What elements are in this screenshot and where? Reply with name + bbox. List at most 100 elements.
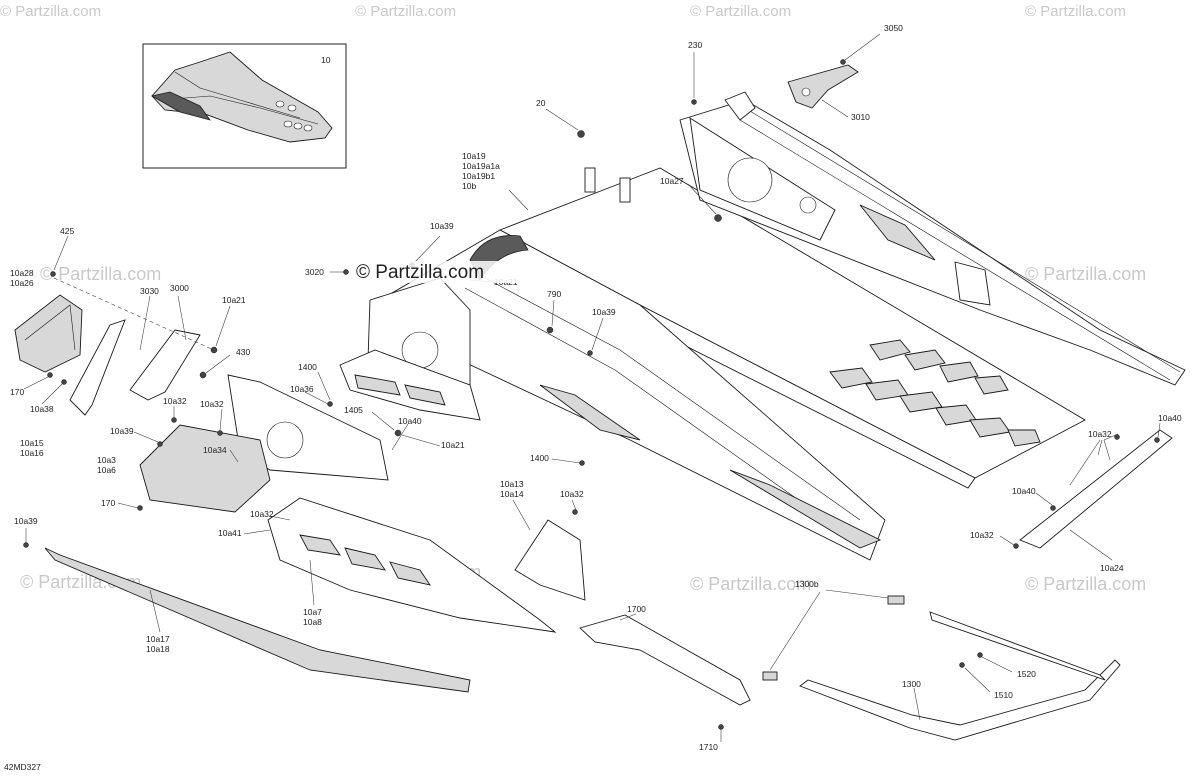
callout-425: 425 — [60, 226, 74, 236]
bolt — [587, 350, 593, 356]
rear-rail-assembly — [679, 64, 1186, 386]
bumper-1300 — [799, 659, 1121, 741]
callout-10a32-r2: 10a32 — [970, 530, 994, 540]
callout-10a36: 10a36 — [290, 384, 314, 394]
callout-10a28: 10a28 — [10, 268, 34, 278]
bolt — [579, 460, 585, 466]
callout-20: 20 — [536, 98, 546, 108]
callout-1405: 1405 — [344, 405, 363, 415]
front-bumper-bracket — [14, 294, 83, 373]
watermark-text: © Partzilla.com — [1025, 574, 1146, 594]
callout-10b: 10b — [462, 181, 476, 191]
bracket-3010 — [787, 64, 859, 109]
front-lower-plate — [339, 349, 481, 421]
inset-label: 10 — [321, 55, 331, 65]
bolt — [577, 130, 585, 138]
bolt — [714, 214, 722, 222]
bolt — [61, 379, 67, 385]
callout-10a32-a: 10a32 — [163, 396, 187, 406]
callout-10a6: 10a6 — [97, 465, 116, 475]
callout-10a40-mid: 10a40 — [398, 416, 422, 426]
callout-10a27: 10a27 — [660, 176, 684, 186]
callout-1700: 1700 — [627, 604, 646, 614]
callout-10a38: 10a38 — [30, 404, 54, 414]
callout-10a39-left: 10a39 — [110, 426, 134, 436]
watermark-text: © Partzilla.com — [1025, 264, 1146, 284]
callout-10a13: 10a13 — [500, 479, 524, 489]
side-vent — [539, 384, 641, 441]
bolt — [47, 372, 53, 378]
callout-10a8: 10a8 — [303, 617, 322, 627]
watermark-text: © Partzilla.com — [690, 3, 791, 20]
bolt — [546, 326, 554, 334]
callout-10a19b1: 10a19b1 — [462, 171, 495, 181]
callout-10a39-top: 10a39 — [430, 221, 454, 231]
bolt — [691, 99, 697, 105]
bolt — [217, 430, 223, 436]
callout-1400-top: 1400 — [298, 362, 317, 372]
right-lower-parts — [579, 429, 1173, 741]
callout-10a39-bl: 10a39 — [14, 516, 38, 526]
side-rail-10a24 — [1019, 429, 1173, 549]
callout-3000: 3000 — [170, 283, 189, 293]
bolt — [157, 441, 163, 447]
callout-10a32-c: 10a32 — [560, 489, 584, 499]
bolt — [718, 724, 724, 730]
post — [584, 167, 596, 193]
bolt — [199, 371, 207, 379]
bolt — [137, 505, 143, 511]
callout-230: 230 — [688, 40, 702, 50]
watermark-text: © Partzilla.com — [40, 264, 161, 284]
callout-10a18: 10a18 — [146, 644, 170, 654]
callout-10a41: 10a41 — [218, 528, 242, 538]
clip-1300b-b — [887, 595, 905, 605]
callout-10a32-right: 10a32 — [1088, 429, 1112, 439]
callout-1710: 1710 — [699, 742, 718, 752]
callout-10a21-mid: 10a21 — [222, 295, 246, 305]
bumper-1700 — [579, 614, 751, 706]
callout-10a40-r2: 10a40 — [1012, 486, 1036, 496]
callout-1520: 1520 — [1017, 669, 1036, 679]
bumper-rail-1300 — [929, 611, 1106, 681]
front-arm-bracket — [129, 329, 201, 401]
callout-10a17: 10a17 — [146, 634, 170, 644]
watermark-text: © Partzilla.com — [0, 3, 101, 20]
callout-10a19: 10a19 — [462, 151, 486, 161]
inset-front-shadow — [150, 91, 211, 121]
callout-170-left: 170 — [10, 387, 24, 397]
bolt — [171, 417, 177, 423]
bolt — [840, 59, 846, 65]
bolt — [1050, 505, 1056, 511]
gusset-bracket — [514, 519, 586, 601]
post — [619, 177, 631, 203]
callout-10a34: 10a34 — [203, 445, 227, 455]
watermark-text: © Partzilla.com — [355, 3, 456, 20]
watermark-main: © Partzilla.com — [356, 262, 484, 283]
inset-assembly-view: 10 — [142, 43, 347, 169]
callout-10a3: 10a3 — [97, 455, 116, 465]
top-post — [724, 91, 756, 121]
callout-10a16: 10a16 — [20, 448, 44, 458]
callout-10a15: 10a15 — [20, 438, 44, 448]
callout-10a24: 10a24 — [1100, 563, 1124, 573]
callout-790: 790 — [547, 289, 561, 299]
callout-3050: 3050 — [884, 23, 903, 33]
side-vent-rear — [729, 469, 882, 549]
callout-3020: 3020 — [305, 267, 324, 277]
diagram-code: 42MD327 — [4, 762, 41, 772]
watermark-backdrop — [370, 261, 538, 283]
callout-170-mid: 170 — [101, 498, 115, 508]
front-lower-arm — [69, 319, 126, 416]
callout-10a14: 10a14 — [500, 489, 524, 499]
callout-10a39-mid: 10a39 — [592, 307, 616, 317]
watermark-text: © Partzilla.com — [690, 574, 811, 594]
callout-10a40-right: 10a40 — [1158, 413, 1182, 423]
rail-bracket — [954, 261, 991, 306]
callout-10a21-low: 10a21 — [441, 440, 465, 450]
bolt — [23, 542, 29, 548]
tunnel-main-panel — [339, 167, 1086, 561]
callout-10a26: 10a26 — [10, 278, 34, 288]
tunnel-cutouts — [829, 339, 1041, 447]
callout-10a7: 10a7 — [303, 607, 322, 617]
